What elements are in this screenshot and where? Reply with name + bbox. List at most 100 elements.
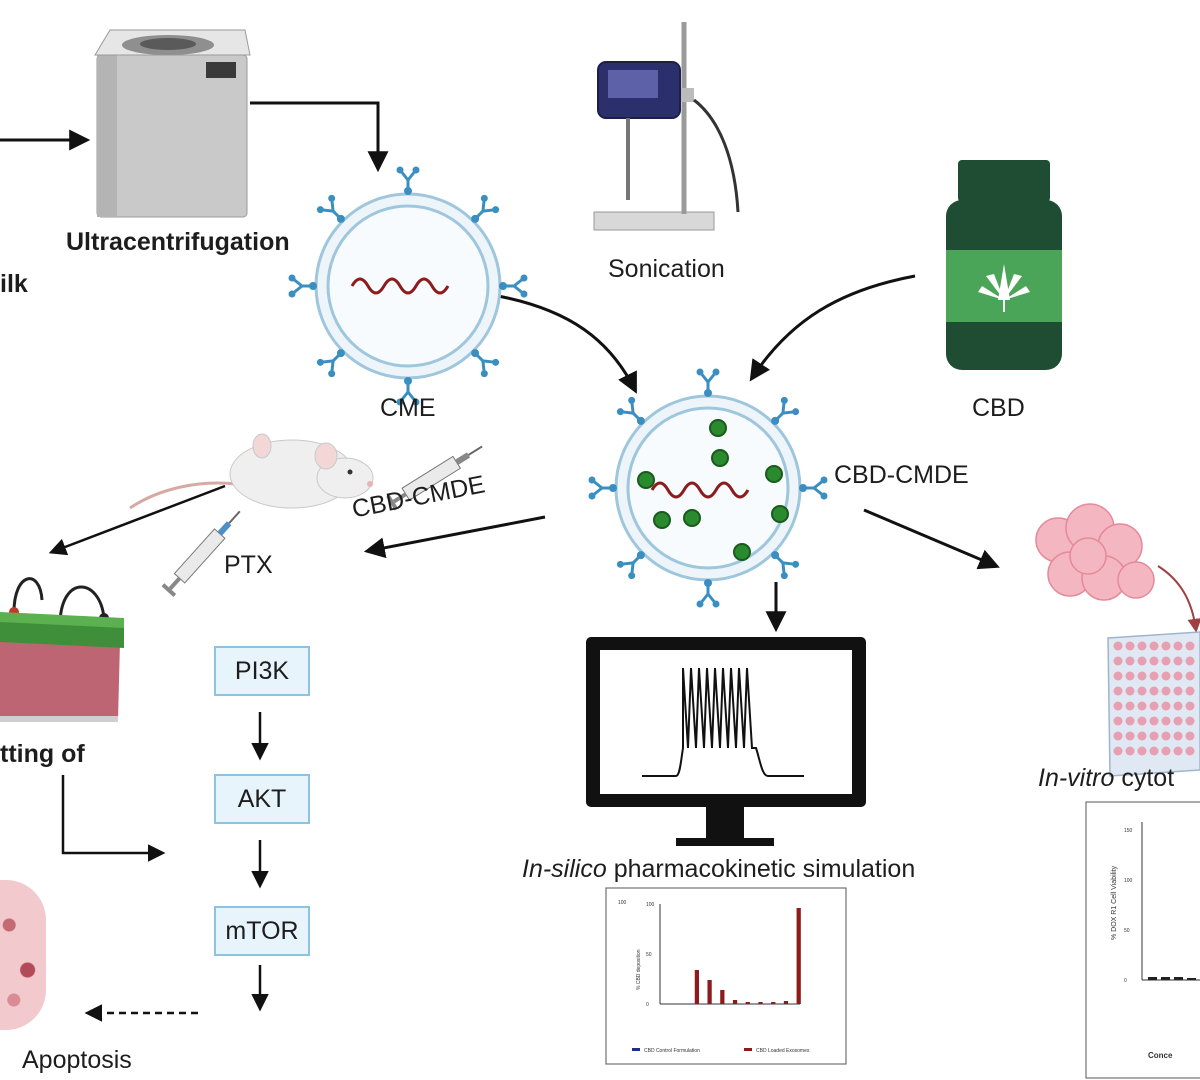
well (1173, 641, 1183, 651)
chart1-bar (732, 1000, 738, 1004)
chart2-bar (1161, 977, 1170, 980)
chart1-bar (676, 1003, 681, 1004)
chart2-xlabel: Conce (1148, 1051, 1173, 1060)
chart2-tick-label: 150 (1124, 828, 1133, 834)
syringe-icon (386, 445, 483, 511)
well (1125, 656, 1135, 666)
arrow-cells-to-plate (1157, 565, 1200, 633)
well (1149, 746, 1159, 756)
label-apoptosis: Apoptosis (22, 1046, 132, 1074)
chart2-bar (1148, 977, 1157, 980)
chart1-bar (689, 1003, 694, 1004)
chart1-bar (714, 1003, 720, 1004)
well (1125, 746, 1135, 756)
well (1149, 731, 1159, 741)
well (1113, 746, 1123, 756)
label-insilico: In-silico pharmacokinetic simulation (522, 857, 915, 882)
well (1113, 686, 1123, 696)
chart1-tick-label: 50 (646, 952, 652, 958)
pathway-box-mtor: mTOR (214, 906, 310, 956)
well (1113, 656, 1123, 666)
chart1-bar (765, 1003, 771, 1004)
arrow-cbd-to-cmde (749, 274, 916, 382)
well (1137, 671, 1147, 681)
well (1113, 701, 1123, 711)
apoptotic-cell-icon (0, 880, 46, 1030)
chart1-bar (727, 1003, 732, 1004)
well (1161, 746, 1171, 756)
chart1-bar (707, 980, 712, 1004)
chart1-bar (702, 1003, 707, 1004)
chart1-bar (745, 1002, 750, 1004)
well (1161, 656, 1171, 666)
cme-vesicle-icon (287, 165, 529, 407)
sonicator-icon (593, 22, 740, 231)
chart1-bar (796, 908, 801, 1004)
chart1-legend-control: CBD Control Formulation (644, 1048, 700, 1054)
well (1137, 656, 1147, 666)
well (1185, 686, 1195, 696)
well (1161, 671, 1171, 681)
arrow-centrifuge-to-cme (250, 101, 389, 173)
chart1-bar (694, 970, 699, 1004)
label-invitro-italic: In-vitro (1038, 764, 1115, 792)
cbd-drug-dots (637, 419, 789, 561)
well (1185, 641, 1195, 651)
label-invitro: In-vitro cytot (1038, 766, 1174, 791)
chart2-bar (1187, 978, 1196, 980)
well (1173, 656, 1183, 666)
well (1185, 731, 1195, 741)
chart1-bar (778, 1003, 783, 1004)
chart2-tick-label: 50 (1124, 928, 1130, 934)
label-sonication: Sonication (608, 255, 725, 283)
arrow-blot-to-pathway (61, 775, 166, 862)
chart1-corner-label: 100 (618, 900, 627, 906)
chart1-legend-exosomes: CBD Loaded Exosomes (756, 1048, 810, 1054)
pathway-box-akt: AKT (214, 774, 310, 824)
well (1185, 716, 1195, 726)
well (1161, 641, 1171, 651)
chart1-bar (753, 1003, 758, 1004)
chart1-legend: CBD Control Formulation CBD Loaded Exoso… (632, 1048, 810, 1054)
label-cbd-cmde: CBD-CMDE (834, 461, 969, 489)
well (1137, 686, 1147, 696)
western-blot-icon (0, 577, 124, 722)
chart-cbd-deposition: 100 0 50 100 % CBD deposition CBD Control … (605, 887, 847, 1065)
chart1-tick-label: 0 (646, 1002, 649, 1008)
label-invitro-rest: cytot (1114, 764, 1175, 792)
well (1173, 686, 1183, 696)
label-insilico-italic: In-silico (522, 855, 607, 883)
well (1113, 671, 1123, 681)
label-cme: CME (380, 394, 436, 422)
chart2-tick-label: 100 (1124, 878, 1133, 884)
well (1125, 671, 1135, 681)
arrow-cmde-to-invitro (863, 508, 1000, 570)
well (1137, 716, 1147, 726)
label-ptx: PTX (224, 551, 273, 579)
arrow-cme-to-cmde (497, 294, 637, 394)
well (1137, 731, 1147, 741)
syringe-icon-ptx (161, 510, 241, 597)
well (1149, 671, 1159, 681)
ultracentrifuge-icon (94, 29, 251, 218)
well (1125, 701, 1135, 711)
label-blotting: tting of (0, 740, 85, 768)
well (1113, 731, 1123, 741)
chart1-tick-label: 100 (646, 902, 655, 908)
chart1-bar (783, 1001, 789, 1004)
well (1137, 641, 1147, 651)
well (1161, 731, 1171, 741)
label-ultracentrifugation: Ultracentrifugation (66, 228, 290, 256)
well (1161, 716, 1171, 726)
chart1-ylabel: % CBD deposition (636, 949, 642, 990)
well (1137, 701, 1147, 711)
chart1-bar (740, 1003, 745, 1004)
arrow-mouse-to-blot (48, 484, 226, 556)
well (1137, 746, 1147, 756)
well (1185, 656, 1195, 666)
chart2-tick-label: 0 (1124, 978, 1127, 984)
well (1173, 746, 1183, 756)
well (1125, 641, 1135, 651)
chart1-bar (771, 1002, 776, 1004)
